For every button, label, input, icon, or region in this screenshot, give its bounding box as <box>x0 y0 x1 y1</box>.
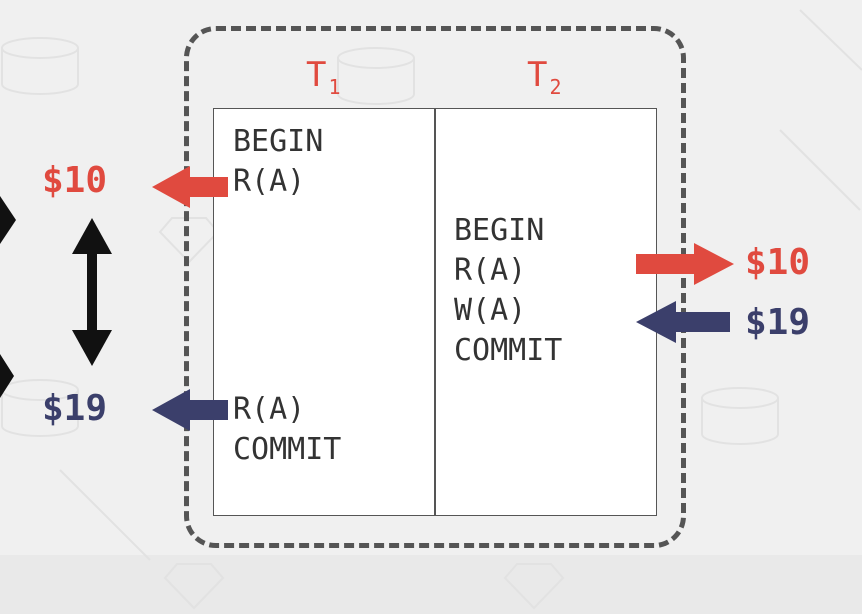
database-icon-body <box>1 390 79 437</box>
database-icon-body <box>337 58 415 105</box>
schedule-frame <box>184 26 686 548</box>
t2-read: R(A) <box>454 253 527 288</box>
arrow-t1-second-read <box>152 389 228 431</box>
t2-write: W(A) <box>454 293 527 328</box>
database-icon-body <box>1 48 79 95</box>
background-band <box>0 555 862 614</box>
value-t1-first-read: $10 <box>42 160 108 201</box>
double-arrow-icon <box>72 218 112 366</box>
decor-line <box>799 9 862 71</box>
decor-line <box>779 129 861 211</box>
gem-icon <box>163 563 225 610</box>
t1-commit: COMMIT <box>233 432 342 467</box>
t1-read-1: R(A) <box>233 164 306 199</box>
t2-commit: COMMIT <box>454 333 563 368</box>
column-divider <box>434 108 436 516</box>
decor-line <box>59 469 151 561</box>
arrowhead-partial-icon <box>0 196 16 244</box>
arrow-t2-write <box>636 301 730 343</box>
gem-icon <box>503 563 565 610</box>
arrowhead-partial-icon <box>0 354 14 398</box>
value-t1-second-read: $19 <box>42 388 108 429</box>
arrow-t2-read <box>636 243 734 285</box>
t1-read-2: R(A) <box>233 392 306 427</box>
t2-begin: BEGIN <box>454 213 545 248</box>
value-t2-read: $10 <box>745 242 811 283</box>
arrow-t1-first-read <box>152 166 228 208</box>
value-t2-write: $19 <box>745 302 811 343</box>
t1-begin: BEGIN <box>233 124 324 159</box>
database-icon-body <box>701 398 779 445</box>
